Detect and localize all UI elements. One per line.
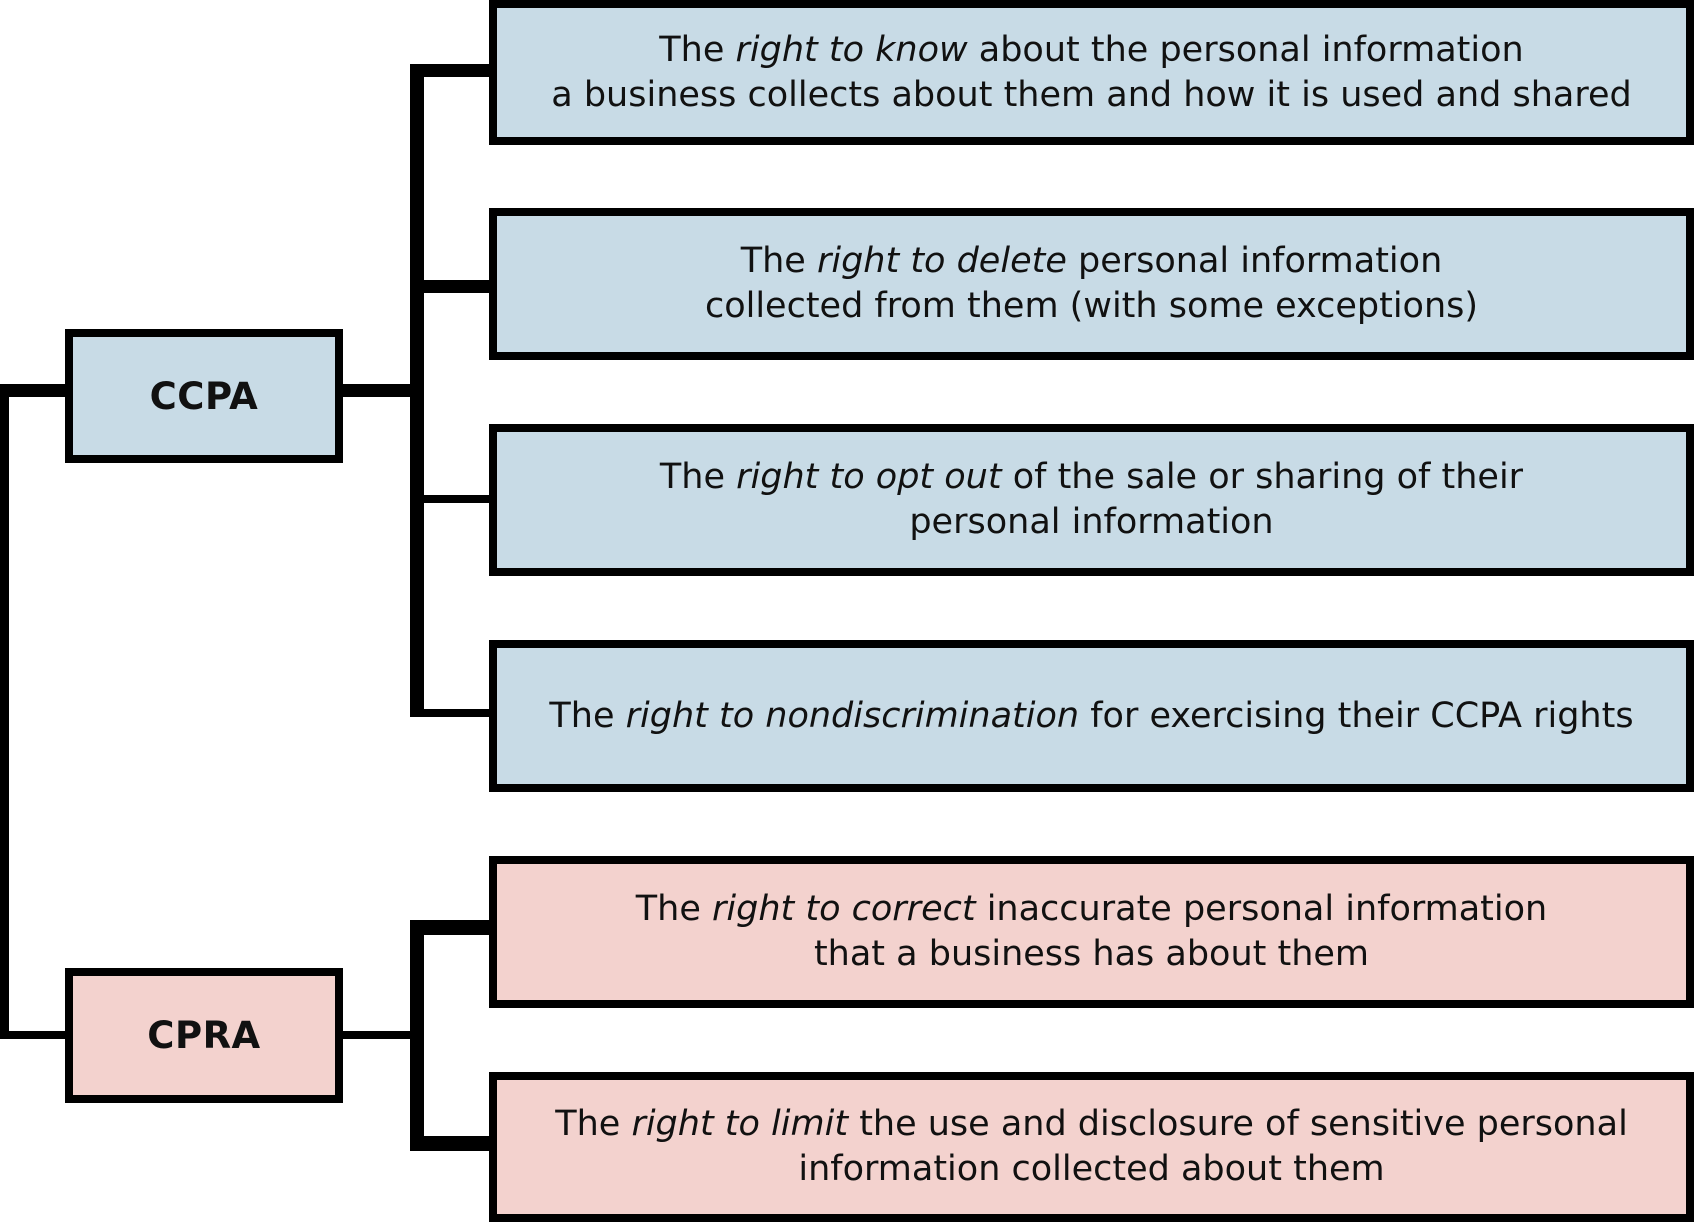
text: inaccurate personal information xyxy=(975,889,1548,929)
ccpa-label: CCPA xyxy=(149,374,259,418)
text: about the personal information xyxy=(967,29,1524,70)
text: The xyxy=(659,29,736,70)
root-connector-cpra xyxy=(0,1031,68,1039)
text-line2: a business collects about them and how i… xyxy=(551,74,1632,115)
right-to-limit-box: The right to limit the use and disclosur… xyxy=(489,1072,1694,1222)
cpra-label: CPRA xyxy=(147,1014,261,1057)
right-to-nondiscrimination-box: The right to nondiscrimination for exerc… xyxy=(489,640,1694,792)
text: The xyxy=(740,241,817,281)
text-line2: collected from them (with some exception… xyxy=(704,286,1479,326)
ccpa-branch-1 xyxy=(410,64,494,77)
cpra-connector-horizontal xyxy=(340,1031,412,1039)
root-connector-ccpa xyxy=(0,384,68,397)
text-line2: information collected about them xyxy=(798,1149,1385,1189)
right-name: right to opt out xyxy=(736,457,1002,497)
root-connector-vertical xyxy=(0,384,9,1039)
right-name: right to correct xyxy=(712,889,976,929)
text: the use and disclosure of sensitive pers… xyxy=(848,1104,1628,1144)
ccpa-branch-3 xyxy=(410,495,494,503)
right-to-delete-box: The right to delete personal information… xyxy=(489,208,1694,360)
ccpa-bracket-vertical xyxy=(410,64,424,717)
text: of the sale or sharing of their xyxy=(1001,457,1524,497)
cpra-bracket-vertical xyxy=(410,920,424,1150)
cpra-box: CPRA xyxy=(65,968,343,1103)
ccpa-branch-2 xyxy=(410,280,494,293)
right-name: right to delete xyxy=(816,241,1067,281)
ccpa-box: CCPA xyxy=(65,329,343,463)
right-to-know-box: The right to know about the personal inf… xyxy=(489,0,1694,145)
right-name: right to limit xyxy=(631,1104,849,1144)
text-line2: personal information xyxy=(909,502,1274,542)
cpra-branch-2 xyxy=(410,1136,494,1151)
text: personal information xyxy=(1066,241,1443,281)
right-name: right to know xyxy=(735,29,968,70)
text: The xyxy=(555,1104,632,1144)
right-to-correct-box: The right to correct inaccurate personal… xyxy=(489,856,1694,1008)
text: The xyxy=(659,457,737,497)
text: The xyxy=(635,889,713,929)
right-to-opt-out-box: The right to opt out of the sale or shar… xyxy=(489,424,1694,576)
text: The xyxy=(549,695,626,736)
right-name: right to nondiscrimination xyxy=(625,695,1080,736)
text-line2: that a business has about them xyxy=(813,934,1370,974)
text: for exercising their CCPA rights xyxy=(1079,695,1634,736)
ccpa-branch-4 xyxy=(410,709,494,717)
ccpa-connector-horizontal xyxy=(340,384,412,397)
cpra-branch-1 xyxy=(410,920,494,935)
